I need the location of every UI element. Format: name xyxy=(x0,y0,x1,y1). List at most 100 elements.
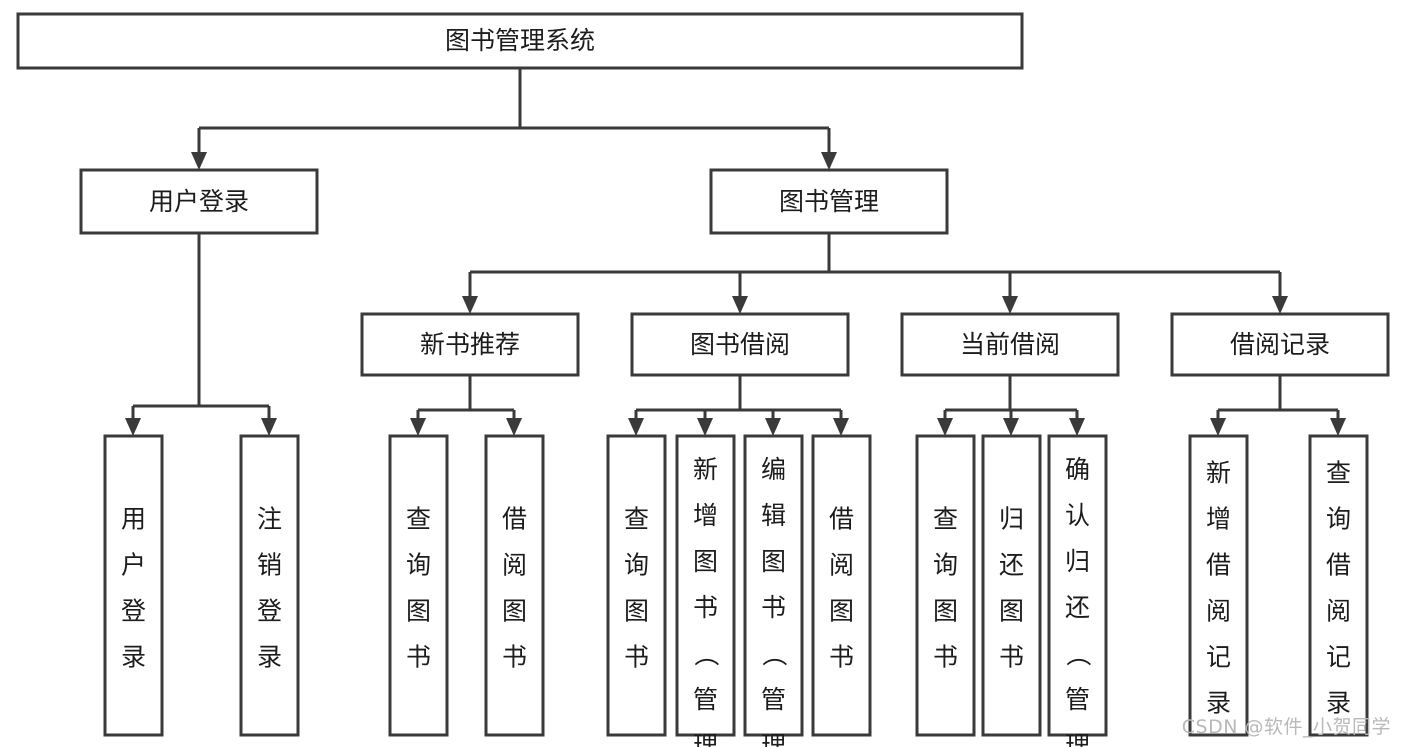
leaf-node-box[interactable] xyxy=(743,434,804,737)
arrowhead-leaf-query-record xyxy=(1330,418,1346,436)
leaf-label-char: 管 xyxy=(761,685,786,714)
leaf-label-char: 还 xyxy=(999,551,1024,580)
leaf-label-char: 借 xyxy=(1326,551,1351,580)
leaf-label-char: （ xyxy=(760,642,789,667)
leaf-label-char: 编 xyxy=(761,455,786,484)
leaf-node-box[interactable] xyxy=(1047,434,1108,737)
arrowhead-borrow-record xyxy=(1272,296,1288,314)
arrowhead-leaf-query-book-c xyxy=(937,418,953,436)
arrowhead-leaf-user-login xyxy=(125,418,141,436)
node-book-borrow[interactable]: 图书借阅 xyxy=(630,312,850,377)
leaf-node-box[interactable] xyxy=(388,434,449,737)
leaf-node-box[interactable] xyxy=(811,434,872,737)
node-root[interactable]: 图书管理系统 xyxy=(16,12,1024,70)
leaf-label-char: 录 xyxy=(121,643,146,672)
node-book-management-box[interactable] xyxy=(709,168,949,235)
leaf-label-char: 管 xyxy=(1065,685,1090,714)
leaf-node-box[interactable] xyxy=(239,434,300,737)
leaf-label-char: 用 xyxy=(121,505,146,534)
leaf-node-box[interactable] xyxy=(915,434,976,737)
arrowhead-leaf-borrow-book-a xyxy=(506,418,522,436)
leaf-label-char: 理 xyxy=(1065,731,1090,747)
leaf-node-box[interactable] xyxy=(675,434,736,737)
node-current-borrow-box[interactable] xyxy=(900,312,1120,377)
leaf-label-char: 借 xyxy=(829,505,854,534)
node-new-book-recommend-box[interactable] xyxy=(360,312,580,377)
leaf-label-char: 书 xyxy=(933,643,958,672)
arrowhead-root-to-book-mgmt xyxy=(821,152,837,170)
leaf-node-layer: 用户登录注销登录查询图书借阅图书查询图书新增图书（管理员）编辑图书（管理员）借阅… xyxy=(103,434,1369,747)
leaf-label-char: 图 xyxy=(406,597,431,626)
arrowhead-leaf-query-book-b xyxy=(628,418,644,436)
leaf-label-char: 查 xyxy=(1326,459,1351,488)
leaf-label-char: 图 xyxy=(999,597,1024,626)
leaf-label-char: 登 xyxy=(257,597,282,626)
leaf-node-box[interactable] xyxy=(1188,434,1249,737)
leaf-node-box[interactable] xyxy=(484,434,545,737)
leaf-label-char: 书 xyxy=(502,643,527,672)
node-root-box[interactable] xyxy=(16,12,1024,70)
node-book-management-label: 图书管理 xyxy=(779,187,879,216)
node-user-login[interactable]: 用户登录 xyxy=(79,168,319,235)
node-book-management[interactable]: 图书管理 xyxy=(709,168,949,235)
leaf-label-char: 查 xyxy=(406,505,431,534)
node-current-borrow-label: 当前借阅 xyxy=(960,330,1060,359)
leaf-label-char: 增 xyxy=(1206,505,1231,534)
leaf-label-char: 书 xyxy=(829,643,854,672)
node-new-book-recommend[interactable]: 新书推荐 xyxy=(360,312,580,377)
leaf-label-char: 阅 xyxy=(829,551,854,580)
leaf-label-char: 图 xyxy=(693,547,718,576)
leaf-node[interactable]: 用户登录 xyxy=(103,434,164,737)
node-borrow-record[interactable]: 借阅记录 xyxy=(1170,312,1390,377)
leaf-label-char: 书 xyxy=(761,593,786,622)
node-root-label: 图书管理系统 xyxy=(445,26,595,55)
leaf-label-char: 查 xyxy=(624,505,649,534)
node-current-borrow[interactable]: 当前借阅 xyxy=(900,312,1120,377)
node-borrow-record-box[interactable] xyxy=(1170,312,1390,377)
arrowhead-current-borrow xyxy=(1002,296,1018,314)
leaf-node-label: 用户登录 xyxy=(121,505,146,672)
leaf-label-char: 管 xyxy=(693,685,718,714)
connector-group-borrow-record xyxy=(1210,375,1346,436)
leaf-label-char: 归 xyxy=(999,505,1024,534)
leaf-node-box[interactable] xyxy=(1308,434,1369,737)
arrowhead-leaf-logout xyxy=(261,418,277,436)
leaf-label-char: 询 xyxy=(624,551,649,580)
leaf-node-box[interactable] xyxy=(606,434,667,737)
connector-group-user-login xyxy=(125,233,277,436)
arrowhead-new-book-rec xyxy=(462,296,478,314)
node-book-borrow-box[interactable] xyxy=(630,312,850,377)
leaf-label-char: 认 xyxy=(1065,501,1090,530)
leaf-label-char: 理 xyxy=(761,731,786,747)
leaf-node-box[interactable] xyxy=(981,434,1042,737)
leaf-label-char: 确 xyxy=(1065,455,1090,484)
leaf-label-char: 图 xyxy=(502,597,527,626)
leaf-node-box[interactable] xyxy=(103,434,164,737)
leaf-label-char: 书 xyxy=(624,643,649,672)
leaf-label-char: 录 xyxy=(257,643,282,672)
leaf-label-char: 新 xyxy=(1206,459,1231,488)
leaf-label-char: 辑 xyxy=(761,501,786,530)
node-user-login-box[interactable] xyxy=(79,168,319,235)
leaf-label-char: 图 xyxy=(761,547,786,576)
leaf-label-char: 阅 xyxy=(1206,597,1231,626)
leaf-label-char: （ xyxy=(692,642,721,667)
leaf-label-char: 借 xyxy=(502,505,527,534)
